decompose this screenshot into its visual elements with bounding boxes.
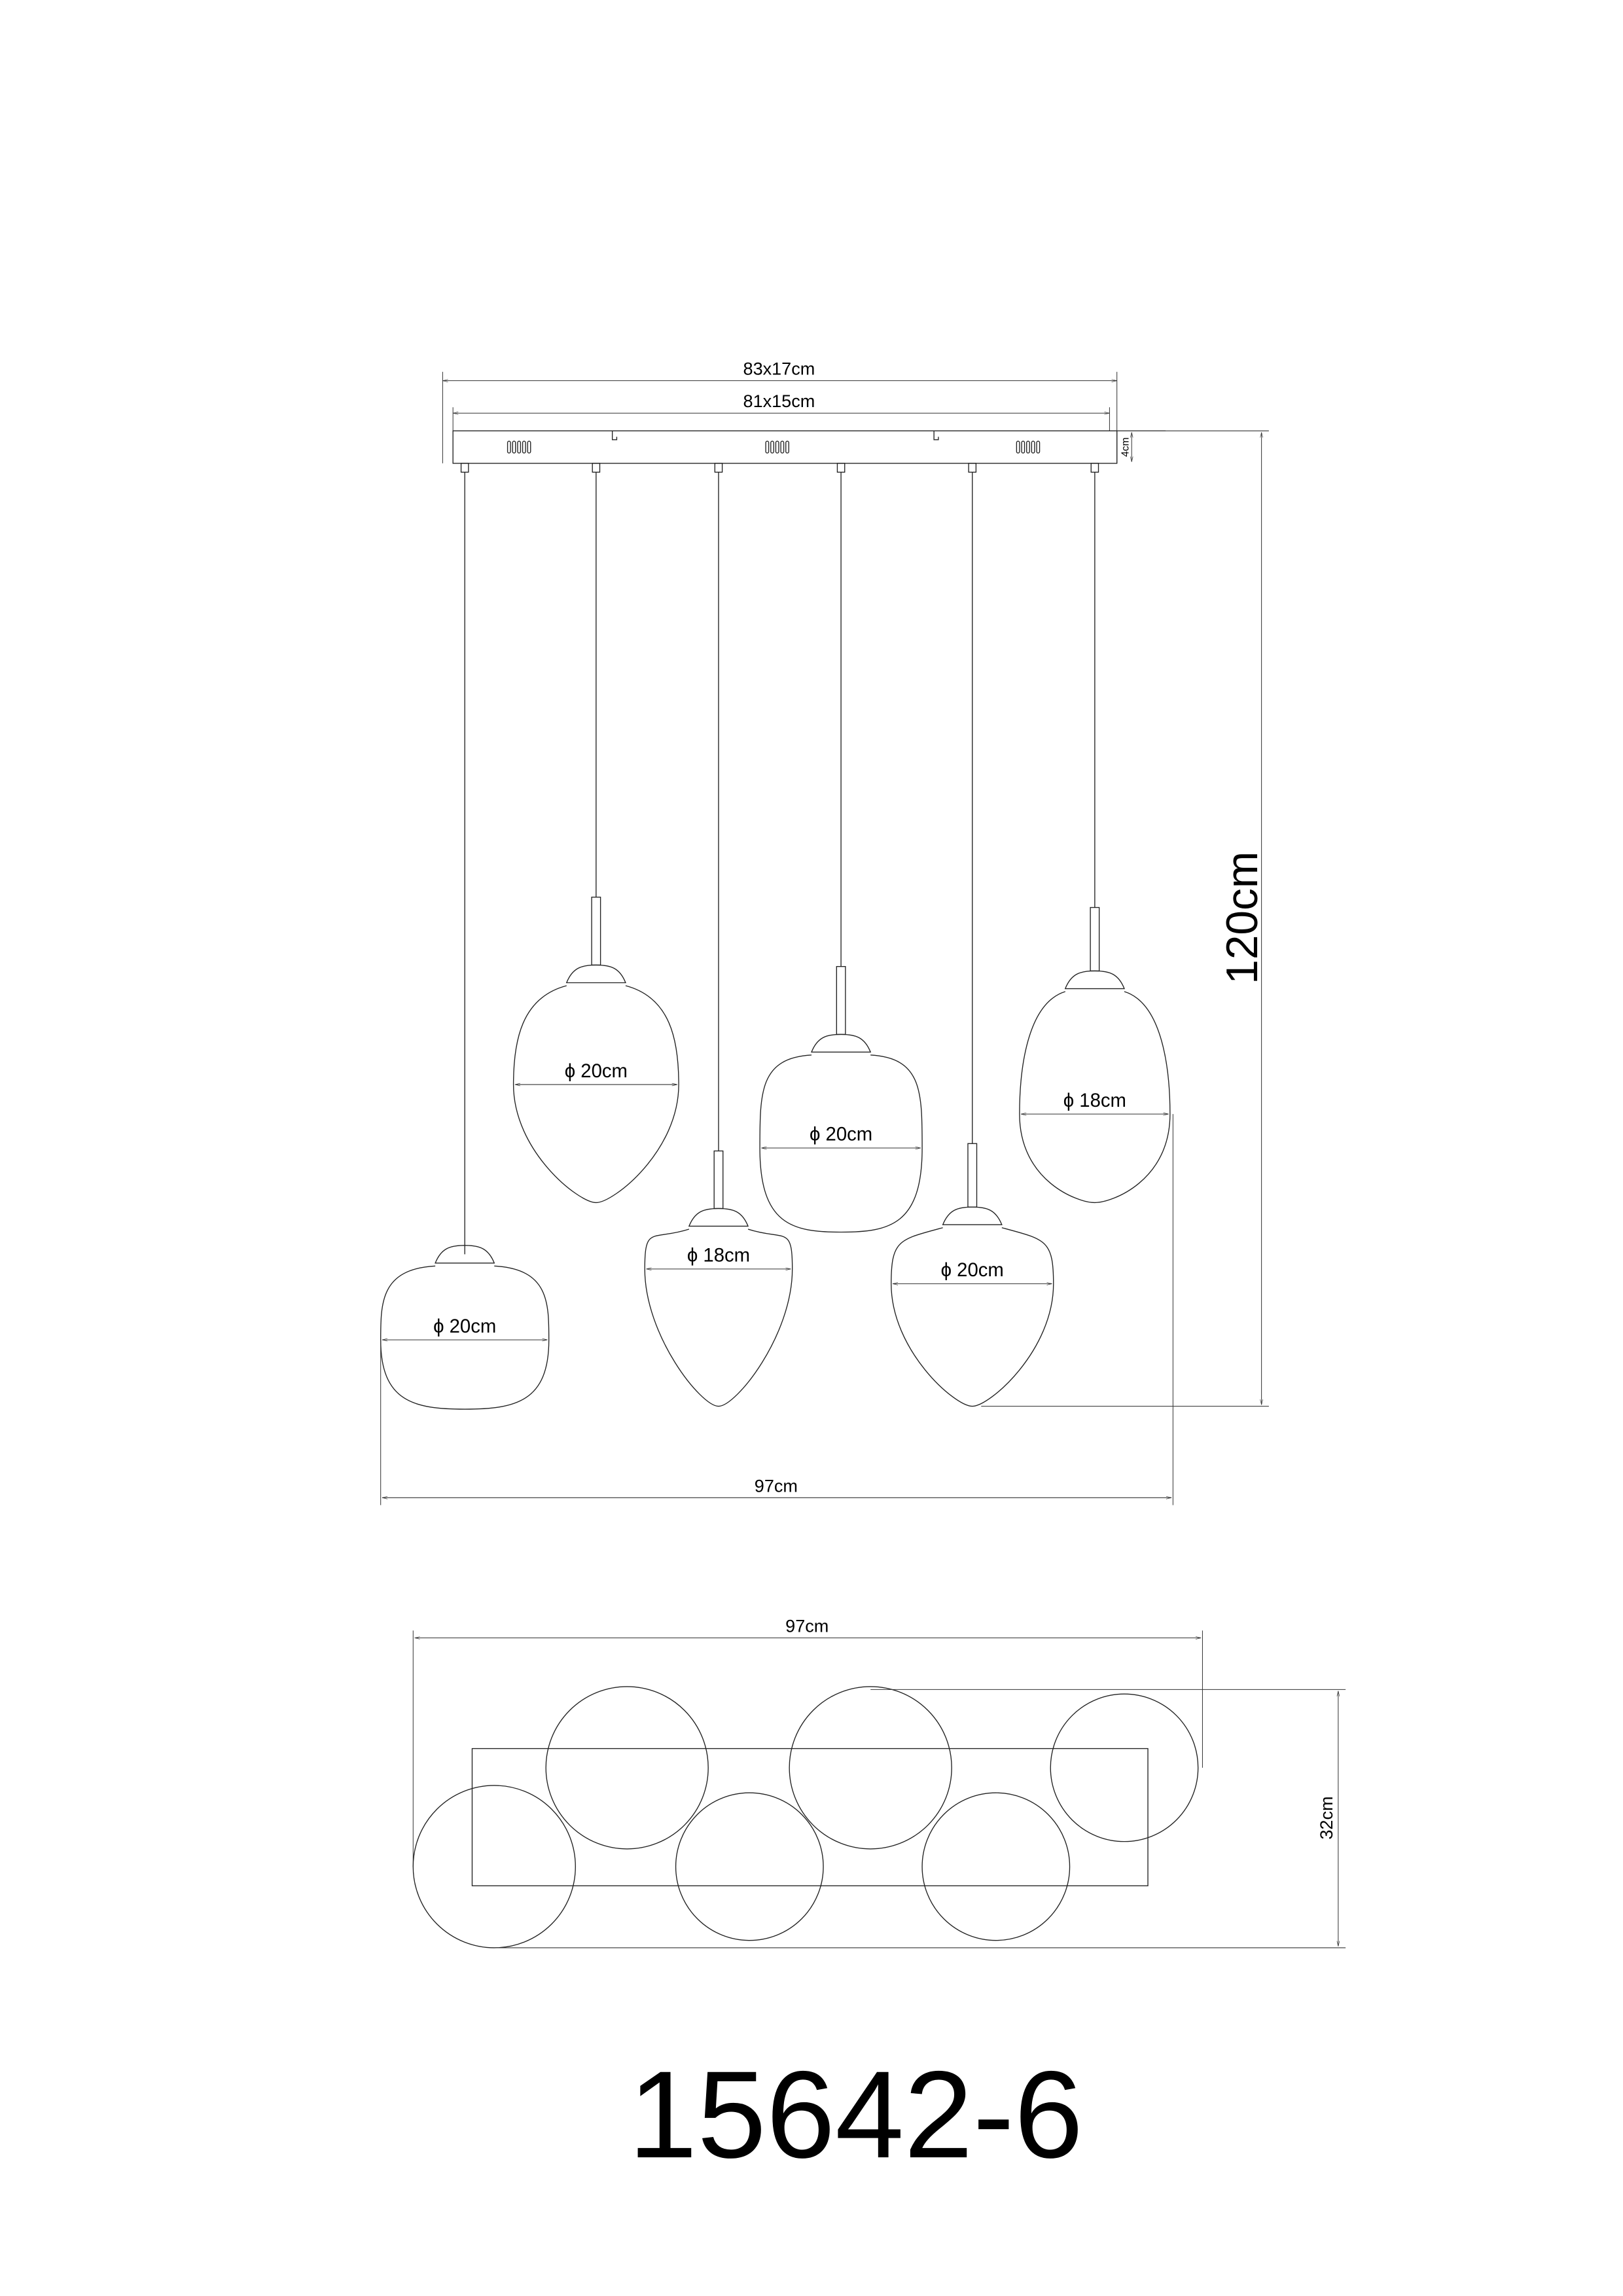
glass-shade — [644, 1229, 793, 1407]
cable-grip — [714, 463, 723, 473]
canopy-inner-label: 81x15cm — [743, 391, 815, 411]
canopy-vents — [507, 431, 1041, 454]
top-depth-label: 32cm — [1317, 1796, 1336, 1839]
vent-slot — [522, 440, 526, 454]
shade-footprints — [412, 1686, 1199, 1948]
cable-grip — [836, 463, 846, 473]
vent-slot — [770, 440, 774, 454]
pendant-5: ϕ 20cm — [891, 463, 1054, 1407]
cable-grip — [968, 463, 977, 473]
vent-slot — [1021, 440, 1026, 454]
top-view: 97cm 32cm — [412, 1616, 1346, 1948]
shade-footprint-circle — [675, 1792, 824, 1941]
ceiling-canopy — [452, 430, 1118, 464]
vent-slot — [1016, 440, 1020, 454]
vent-slot — [765, 440, 770, 454]
pendant-4: ϕ 20cm — [759, 463, 923, 1233]
diameter-label: ϕ 20cm — [941, 1259, 1004, 1281]
shade-footprint-circle — [921, 1792, 1071, 1941]
diameter-label: ϕ 20cm — [565, 1060, 628, 1082]
vent-slot — [1036, 440, 1041, 454]
pendant-3: ϕ 18cm — [644, 463, 793, 1407]
cable-grip — [460, 463, 469, 473]
pendant-1: ϕ 20cm — [380, 463, 550, 1410]
vent-slot — [512, 440, 516, 454]
vent-slot — [517, 440, 522, 454]
glass-shade — [891, 1227, 1054, 1407]
shade-cap — [1064, 970, 1125, 990]
glass-shade — [759, 1054, 923, 1233]
total-width-label: 97cm — [755, 1476, 798, 1496]
shade-footprint-circle — [412, 1785, 576, 1948]
stem-tube — [967, 1143, 978, 1208]
shade-cap — [435, 1245, 495, 1264]
stem-tube — [591, 897, 601, 966]
diameter-label: ϕ 20cm — [433, 1316, 496, 1337]
glass-shade — [380, 1265, 550, 1410]
pendant-6: ϕ 18cm — [1019, 463, 1171, 1204]
shade-footprint-circle — [1050, 1693, 1199, 1842]
top-width-label: 97cm — [785, 1616, 829, 1636]
glass-shade — [1019, 991, 1171, 1204]
cable-grip — [1090, 463, 1099, 473]
shade-cap — [811, 1033, 872, 1053]
diameter-label: ϕ 20cm — [810, 1124, 872, 1145]
vent-slot — [780, 440, 785, 454]
shade-footprint-circle — [789, 1686, 952, 1850]
vent-slot — [507, 440, 511, 454]
hook-icon — [933, 431, 939, 440]
vent-slot — [785, 440, 789, 454]
stem-tube — [713, 1150, 724, 1210]
stem-tube — [1090, 906, 1100, 972]
shade-cap — [565, 964, 626, 984]
hook-icon — [611, 431, 618, 440]
shade-footprint-circle — [545, 1686, 709, 1850]
shade-cap — [942, 1206, 1003, 1225]
vent-slot — [1031, 440, 1035, 454]
glass-shade — [512, 985, 679, 1204]
shade-cap — [688, 1208, 749, 1227]
model-number: 15642-6 — [628, 2046, 1083, 2184]
vent-slot — [1026, 440, 1030, 454]
canopy-outer-label: 83x17cm — [743, 359, 815, 379]
cable-grip — [592, 463, 601, 473]
pendants: ϕ 20cm ϕ 20cm ϕ 18cm ϕ 20cm ϕ 20cm ϕ 18cm — [380, 463, 1171, 1410]
diameter-label: ϕ 18cm — [1063, 1090, 1126, 1111]
vent-slot — [527, 440, 531, 454]
stem-tube — [836, 966, 846, 1035]
canopy-height-label: 4cm — [1120, 437, 1132, 457]
total-height-label: 120cm — [1218, 852, 1267, 984]
diameter-label: ϕ 18cm — [687, 1245, 750, 1266]
canopy-outline — [471, 1748, 1149, 1886]
vent-slot — [775, 440, 779, 454]
pendant-2: ϕ 20cm — [512, 463, 679, 1204]
